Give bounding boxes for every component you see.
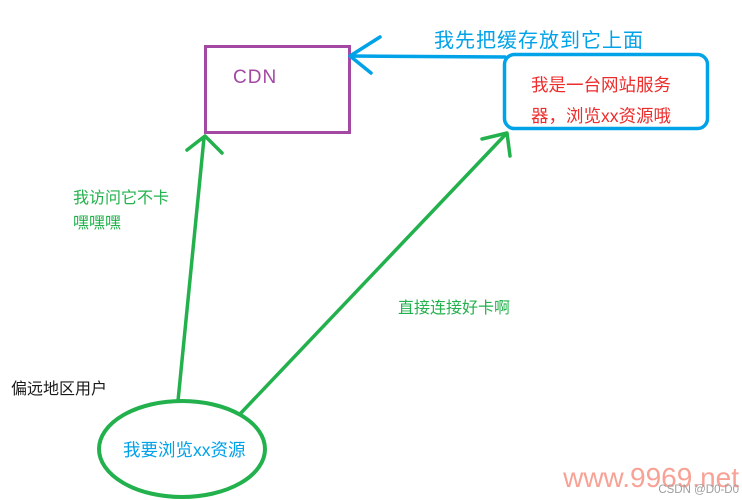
server-to-cdn-arrow-label: 我先把缓存放到它上面 (434, 30, 644, 52)
user-to-cdn-arrow-label: 我访问它不卡 嘿嘿嘿 (73, 186, 169, 236)
user-ellipse (97, 399, 267, 499)
user-to-server-arrowhead (480, 131, 512, 158)
user-to-cdn-arrow-label-line1: 我访问它不卡 (73, 190, 170, 207)
server-to-cdn-arrowhead (348, 35, 382, 75)
user-to-cdn-arrowhead (185, 134, 224, 155)
csdn-watermark: CSDN @D0-D0 (658, 484, 739, 496)
cdn-box (204, 45, 351, 134)
cdn-box-label: CDN (233, 67, 278, 88)
user-to-cdn-arrow-label-line2: 嘿嘿嘿 (73, 215, 122, 232)
user-to-server-arrow-line (238, 133, 507, 416)
user-to-cdn-arrow-line (176, 136, 206, 403)
server-box-text-line1: 我是一台网站服务 (531, 75, 671, 95)
user-to-cdn-arrow (176, 134, 224, 403)
server-box-text-line2: 器，浏览xx资源哦 (531, 106, 671, 126)
server-to-cdn-arrow-line (350, 54, 507, 59)
user-to-server-arrow-label: 直接连接好卡啊 (398, 300, 511, 317)
server-to-cdn-arrow (348, 35, 507, 75)
site-watermark: www.9969.net (563, 462, 739, 493)
server-box-text: 我是一台网站服务 器，浏览xx资源哦 (531, 70, 671, 132)
user-to-server-arrow (238, 131, 512, 416)
remote-user-caption: 偏远地区用户 (11, 381, 108, 398)
server-box (502, 52, 710, 131)
user-ellipse-label: 我要浏览xx资源 (123, 440, 246, 460)
